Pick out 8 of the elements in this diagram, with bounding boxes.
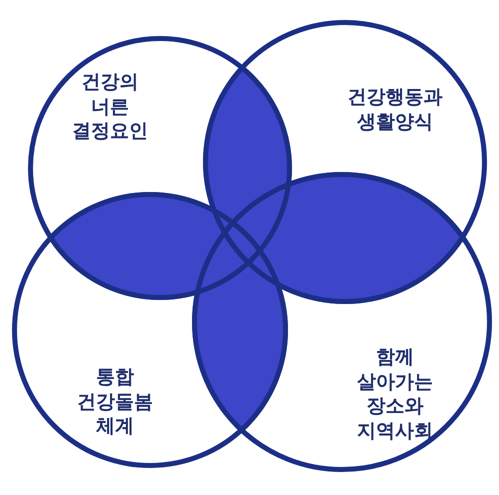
venn-circle: [28, 36, 292, 300]
circle-label: 통합 건강돌봄 체계: [76, 365, 154, 440]
circle-label: 건강의 너른 결정요인: [71, 70, 149, 144]
venn-circle: [12, 192, 288, 468]
venn-circle: [203, 20, 487, 304]
venn-circle: [192, 172, 492, 472]
circle-label: 건강행동과 생활양식: [346, 85, 444, 134]
circle-label: 함께 살아가는 장소와 지역사회: [356, 345, 434, 444]
